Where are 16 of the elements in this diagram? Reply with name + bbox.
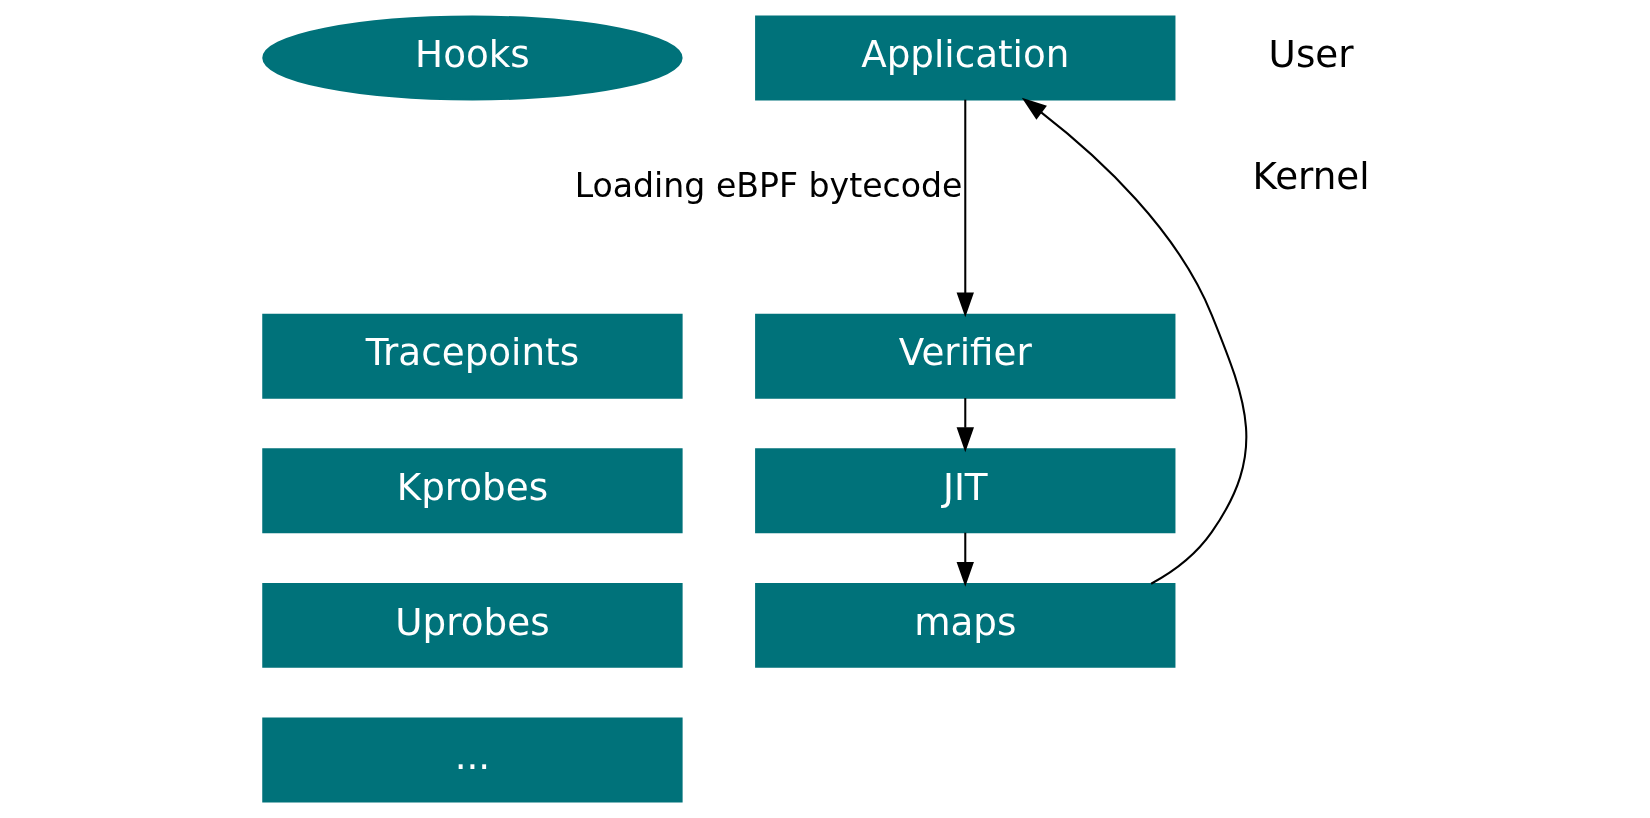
- node-box: JIT: [754, 448, 1175, 534]
- node-box: Kprobes: [261, 448, 683, 534]
- arrow: [956, 398, 974, 453]
- node-box: Uprobes: [261, 582, 683, 668]
- edge-label: Loading eBPF bytecode: [574, 165, 962, 205]
- arrow: [956, 99, 974, 318]
- node-box: ...: [261, 717, 683, 803]
- node-box: Tracepoints: [261, 313, 683, 399]
- node-box: Application: [754, 15, 1175, 101]
- node-ellipse: Hooks: [261, 15, 683, 101]
- label: Kernel: [1252, 154, 1370, 199]
- arrow: [1021, 97, 1247, 585]
- arrow: [956, 532, 974, 587]
- node-box: maps: [754, 582, 1175, 668]
- node-box: Verifier: [754, 313, 1175, 399]
- label: User: [1268, 32, 1354, 77]
